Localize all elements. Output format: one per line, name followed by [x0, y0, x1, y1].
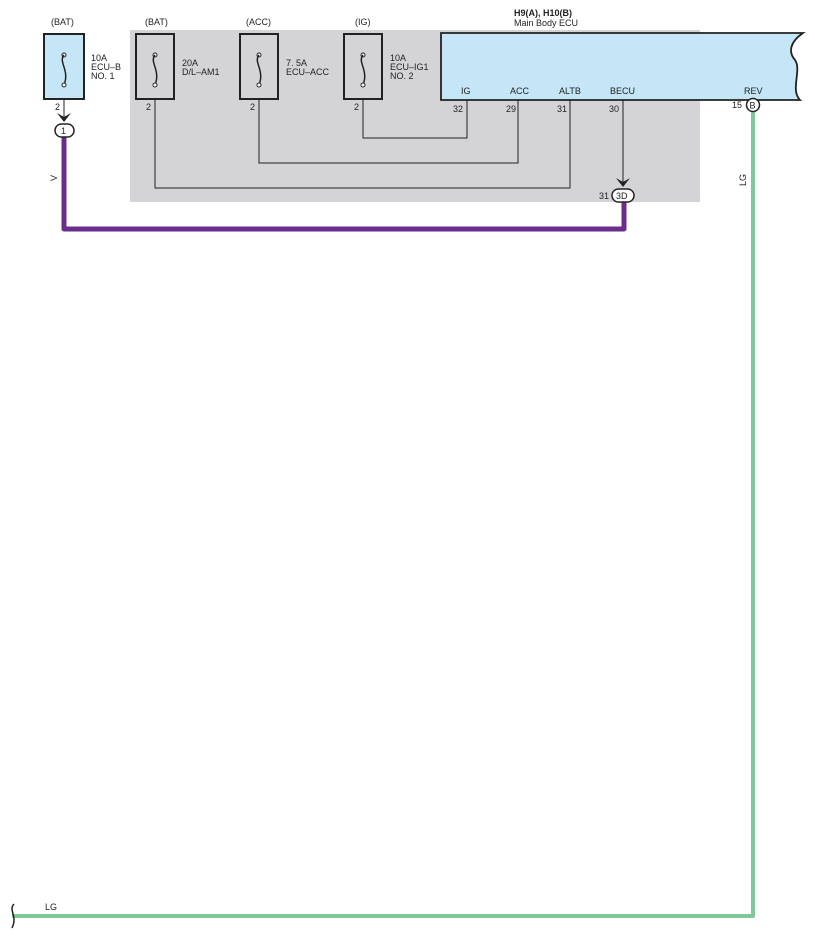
wire-acc — [258, 99, 519, 164]
ecu-connector-label: H9(A), H10(B) — [514, 8, 572, 18]
fuse-ecu-ig1-no2: (IG) 10A ECU–IG1 NO. 2 2 — [343, 17, 429, 112]
ecu-pin-number-ig: 32 — [453, 104, 463, 114]
wire-break-mark — [11, 903, 15, 929]
fuse-pin: 2 — [55, 102, 60, 112]
fuse-name: ECU–ACC — [286, 67, 330, 77]
wire-ig — [362, 99, 468, 139]
wire-altb — [154, 99, 571, 189]
fuse-rating: 20A — [182, 58, 198, 68]
fuse-name: D/L–AM1 — [182, 67, 220, 77]
ecu-pin-name-rev: REV — [744, 86, 763, 96]
fuse-name: ECU–B — [91, 62, 121, 72]
connector-1-label: 1 — [61, 126, 66, 136]
ecu-pin-number-rev: 15 — [732, 100, 742, 110]
fuse-source: (BAT) — [145, 17, 168, 27]
wire-color-lg: LG — [738, 174, 748, 186]
fuse-source: (BAT) — [51, 17, 74, 27]
connector-3d: 31 3D — [599, 188, 635, 203]
junction-pin: 31 — [599, 191, 609, 201]
fuse-rating: 10A — [390, 53, 406, 63]
fuse-name-line2: NO. 1 — [91, 71, 115, 81]
fuse-name: ECU–IG1 — [390, 62, 429, 72]
arrow-fuse-out — [57, 113, 71, 122]
fuse-rating: 10A — [91, 53, 107, 63]
ecu-pin-name-ig: IG — [461, 86, 471, 96]
connector-1: 1 — [54, 123, 75, 138]
main-body-ecu — [440, 32, 806, 101]
fuse-ecu-acc: (ACC) 7. 5A ECU–ACC 2 — [239, 17, 330, 112]
wire-color-lg-bottom: LG — [45, 902, 57, 912]
fuse-pin: 2 — [250, 102, 255, 112]
wire-light-green — [12, 112, 755, 918]
internal-wires — [63, 99, 624, 189]
ecu-pin-name-altb: ALTB — [559, 86, 581, 96]
arrow-becu — [616, 178, 630, 187]
fuse-rating: 7. 5A — [286, 58, 307, 68]
wire-color-v: V — [49, 175, 59, 181]
connector-3d-label: 3D — [616, 191, 628, 201]
fuse-pin: 2 — [354, 102, 359, 112]
fuse-pin: 2 — [146, 102, 151, 112]
fuse-name-line2: NO. 2 — [390, 71, 414, 81]
connector-b-label: B — [750, 101, 756, 111]
ecu-pin-name-becu: BECU — [610, 86, 635, 96]
ecu-pin-number-becu: 30 — [609, 104, 619, 114]
ecu-pin-number-altb: 31 — [557, 104, 567, 114]
ecu-pin-name-acc: ACC — [510, 86, 530, 96]
ecu-name: Main Body ECU — [514, 18, 578, 28]
fuse-source: (ACC) — [246, 17, 271, 27]
ecu-pin-number-acc: 29 — [506, 104, 516, 114]
fuse-ecu-b-no1: (BAT) 10A ECU–B NO. 1 2 — [43, 17, 121, 112]
connector-b: B — [745, 97, 761, 113]
fuse-source: (IG) — [355, 17, 371, 27]
wire-violet — [61, 137, 627, 232]
